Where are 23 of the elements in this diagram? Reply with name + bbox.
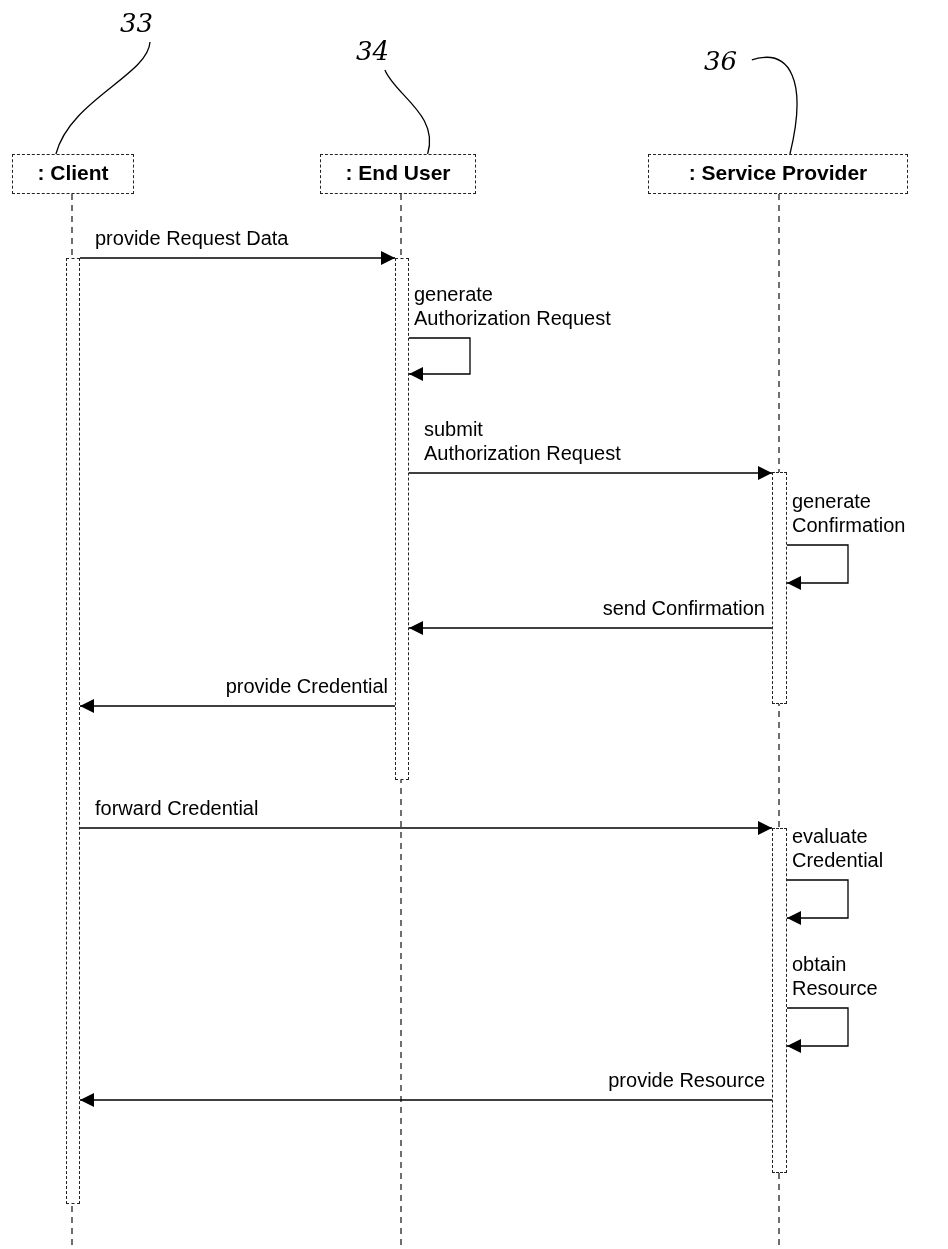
message-arrow xyxy=(79,1093,773,1107)
participant-box: : Service Provider xyxy=(648,154,908,194)
self-message-arrow xyxy=(786,1007,849,1053)
leader-line xyxy=(55,41,151,155)
activation-bar xyxy=(772,472,787,704)
message-arrow xyxy=(408,466,773,480)
leader-line xyxy=(751,56,798,155)
self-message-arrow xyxy=(408,337,471,381)
message-arrow xyxy=(79,251,396,265)
callout-number: 34 xyxy=(352,34,406,70)
participant-box: : Client xyxy=(12,154,134,194)
message-arrow xyxy=(79,821,773,835)
self-message-arrow xyxy=(786,544,849,590)
self-message-arrow xyxy=(786,879,849,925)
activation-bar xyxy=(395,258,409,780)
message-arrow xyxy=(79,699,396,713)
participant-box: : End User xyxy=(320,154,476,194)
leader-line xyxy=(384,69,431,155)
activation-bar xyxy=(772,828,787,1173)
activation-bar xyxy=(66,258,80,1204)
message-arrow xyxy=(408,621,773,635)
callout-number: 36 xyxy=(700,44,754,80)
callout-number: 33 xyxy=(116,6,170,42)
